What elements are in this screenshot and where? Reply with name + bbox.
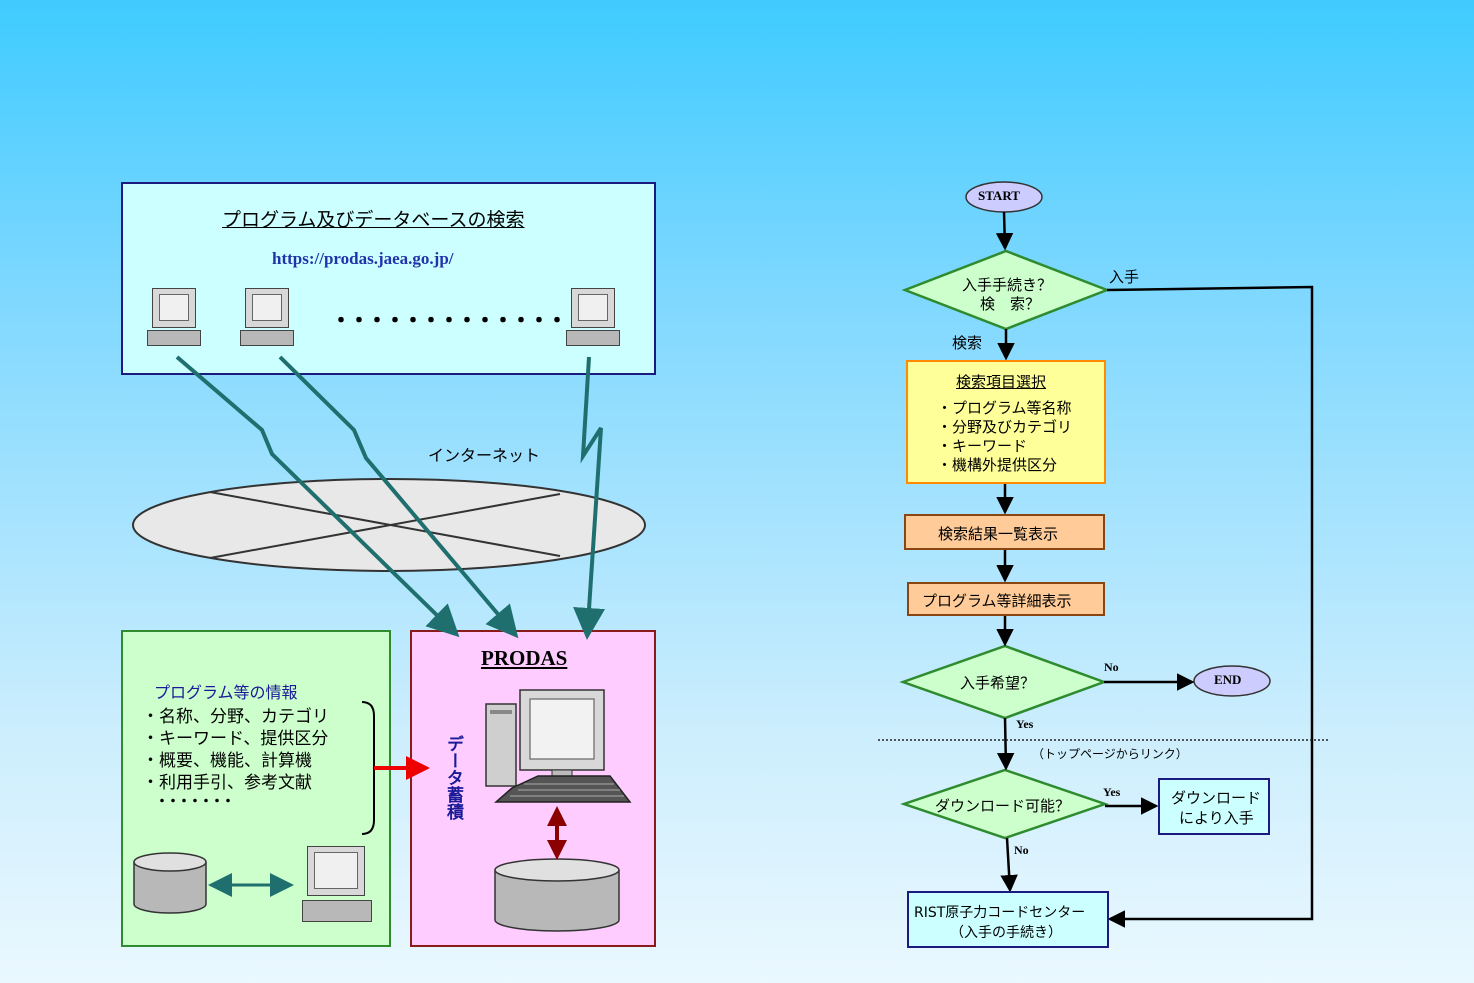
search-criteria-item: ・分野及びカテゴリ [937,418,1073,436]
info-item: ・利用手引、参考文献 [142,773,312,793]
flowchart-lines [878,181,1330,928]
local-pc-icon [302,846,372,924]
server-database-icon [494,858,620,932]
client-pc-icon [240,288,294,348]
client-pc-icon [147,288,201,348]
server-computer-icon [485,689,632,803]
connection-arrow [175,355,460,638]
info-item: ・概要、機能、計算機 [142,751,312,771]
download-box [1158,778,1270,835]
search-criteria-item: ・キーワード [937,437,1028,455]
no-label: No [1104,660,1119,674]
client-pc-icon [566,288,620,348]
connection-arrow [573,356,606,640]
search-results-label: 検索結果一覧表示 [938,525,1059,543]
data-accumulation-label: データ蓄積 [443,735,463,820]
search-item-select-title: 検索項目選択 [956,373,1047,391]
internet-label: インターネット [428,446,541,465]
left-diagram-lines [132,355,646,897]
database-icon [133,852,207,914]
rist-line2: （入手の手続き） [950,925,1062,941]
decision-downloadable [900,768,1109,840]
search-criteria-item: ・機構外提供区分 [937,456,1058,474]
rist-line1: RIST原子力コードセンター [914,905,1086,921]
program-info-title: プログラム等の情報 [154,683,298,702]
search-results-box [904,514,1105,550]
program-detail-label: プログラム等詳細表示 [922,592,1072,610]
decision2-label: 入手希望？ [960,674,1036,692]
end-label: END [1214,672,1242,687]
rist-center-box [907,891,1109,948]
connection-arrow [278,355,519,639]
decision3-label: ダウンロード可能？ [935,797,1071,815]
start-label: START [978,188,1020,203]
info-item: ・キーワード、提供区分 [142,729,329,749]
prodas-url-link[interactable]: https://prodas.jaea.go.jp/ [272,249,454,268]
info-more-dots: ・・・・・・・ [155,794,235,810]
download-line1: ダウンロード [1171,789,1262,807]
branch-search-label: 検索 [952,334,983,352]
top-page-link-note: （トップページからリンク） [1032,747,1188,761]
no-label: No [1014,843,1029,857]
decision1-line1: 入手手続き？ [962,276,1053,294]
yes-label: Yes [1103,785,1121,799]
info-bracket [361,701,375,835]
search-item-select-box [906,360,1106,484]
decision1-line2: 検 索？ [980,295,1041,313]
ellipsis-dots: ・・・・・・・・・・・・・ [330,309,568,334]
branch-obtain-label: 入手 [1109,268,1140,286]
download-line2: により入手 [1179,809,1254,827]
program-detail-box [907,582,1105,616]
yes-label: Yes [1016,717,1034,731]
network-search-title: プログラム及びデータベースの検索 [222,209,525,231]
search-criteria-item: ・プログラム等名称 [937,399,1072,417]
prodas-title: PRODAS [481,646,568,670]
info-item: ・名称、分野、カテゴリ [142,707,329,727]
